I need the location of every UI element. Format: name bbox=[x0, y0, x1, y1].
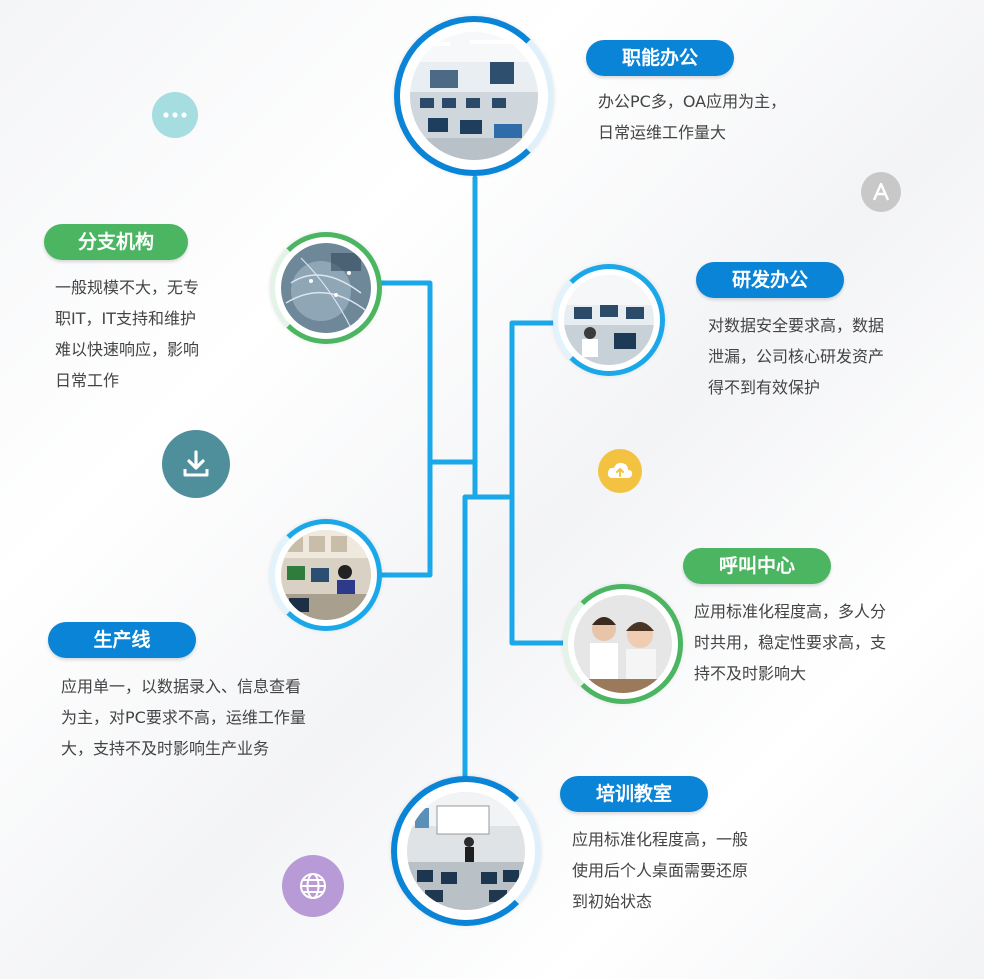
node-title-yanfa: 研发办公 bbox=[696, 262, 844, 298]
node-desc-fenzhi: 一般规模不大，无专 职IT，IT支持和维护 难以快速响应，影响 日常工作 bbox=[55, 278, 200, 390]
download-icon bbox=[162, 430, 230, 498]
network-globe-photo bbox=[281, 243, 371, 333]
connector-mid-right bbox=[472, 459, 515, 500]
office-photo bbox=[410, 32, 538, 160]
training-room-photo bbox=[407, 792, 525, 910]
letter-a-icon bbox=[861, 172, 901, 212]
connector-trunk-upper bbox=[427, 175, 478, 465]
production-line-photo bbox=[281, 530, 371, 620]
node-title-shengchan: 生产线 bbox=[48, 622, 196, 658]
connector-trunk-lower bbox=[462, 494, 515, 783]
node-desc-hujiao: 应用标准化程度高，多人分 时共用，稳定性要求高，支 持不及时影响大 bbox=[694, 602, 887, 683]
node-desc-peixun: 应用标准化程度高，一般 使用后个人桌面需要还原 到初始状态 bbox=[572, 830, 749, 911]
node-title-zhineng: 职能办公 bbox=[586, 40, 734, 76]
rd-office-photo bbox=[564, 275, 654, 365]
ellipsis-icon bbox=[152, 92, 198, 138]
node-title-hujiao: 呼叫中心 bbox=[683, 548, 831, 584]
node-desc-zhineng: 办公PC多，OA应用为主， 日常运维工作量大 bbox=[598, 92, 787, 142]
cloud-upload-icon bbox=[598, 449, 642, 493]
node-desc-yanfa: 对数据安全要求高，数据 泄漏，公司核心研发资产 得不到有效保护 bbox=[708, 316, 885, 397]
globe-icon bbox=[282, 855, 344, 917]
node-title-fenzhi: 分支机构 bbox=[44, 224, 188, 260]
node-desc-shengchan: 应用单一，以数据录入、信息查看 为主，对PC要求不高，运维工作量 大，支持不及时… bbox=[61, 677, 306, 758]
node-title-peixun: 培训教室 bbox=[560, 776, 708, 812]
connector-right-bracket bbox=[509, 320, 568, 646]
call-center-photo bbox=[574, 595, 672, 693]
connector-left-bracket bbox=[375, 280, 433, 578]
